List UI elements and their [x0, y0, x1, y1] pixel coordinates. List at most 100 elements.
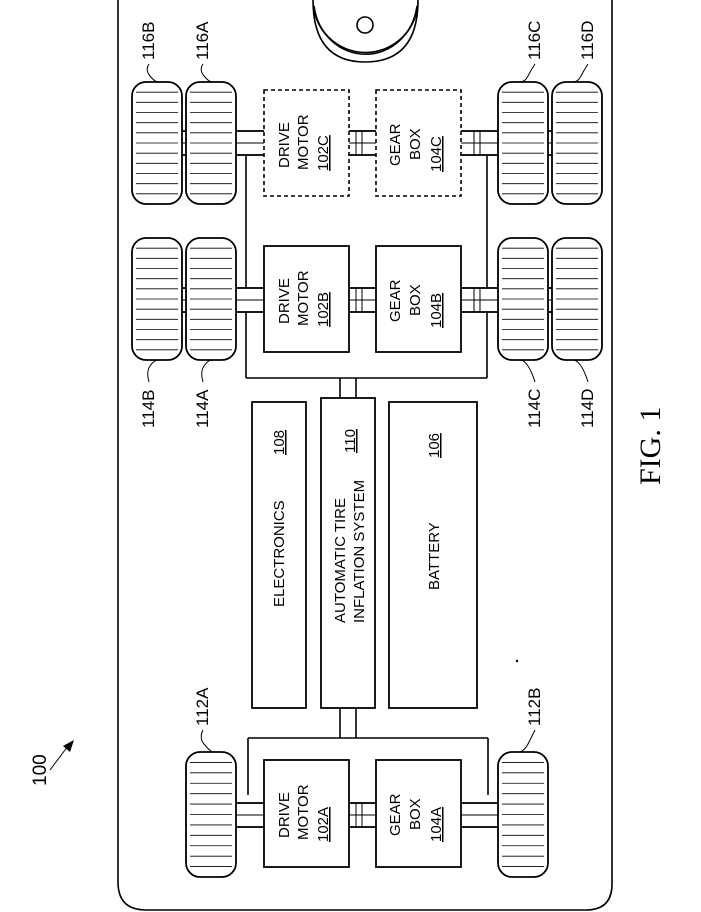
svg-text:104A: 104A	[428, 807, 445, 842]
label-112b: 112B	[519, 688, 544, 753]
svg-text:MOTOR: MOTOR	[295, 784, 312, 840]
label-114a: 114A	[193, 359, 213, 428]
tire-label-116c: 116C	[525, 21, 544, 60]
axle-front	[179, 130, 555, 156]
motor-b-line2: MOTOR	[295, 270, 312, 326]
svg-text:114C: 114C	[525, 389, 544, 428]
svg-text:106: 106	[426, 433, 443, 458]
svg-text:100: 100	[30, 754, 51, 786]
label-116c: 116C	[519, 21, 544, 83]
svg-text:112A: 112A	[193, 687, 212, 726]
motor-a-line1: DRIVE	[276, 792, 293, 838]
system-ref-number: 100	[30, 754, 51, 786]
tire-label-114c: 114C	[525, 389, 544, 428]
svg-text:102B: 102B	[315, 292, 332, 327]
tire-112b	[497, 751, 549, 878]
block-electronics: ELECTRONICS 108	[251, 401, 307, 709]
svg-text:116D: 116D	[578, 21, 597, 60]
gear-c-line2: BOX	[407, 128, 424, 160]
block-gear-box-104a: GEAR BOX 104A	[375, 759, 462, 868]
block-automatic-tire-inflation-system: AUTOMATIC TIRE INFLATION SYSTEM 110	[320, 397, 376, 709]
system-reference: 100	[30, 740, 74, 786]
tire-116a	[185, 81, 237, 205]
tire-112a	[185, 751, 237, 878]
battery-ref: 106	[426, 433, 443, 458]
tire-label-116b: 116B	[139, 22, 158, 60]
svg-text:116A: 116A	[193, 21, 212, 60]
gear-c-line1: GEAR	[387, 123, 404, 166]
gear-b-line1: GEAR	[387, 279, 404, 322]
gear-c-ref: 104C	[428, 136, 445, 172]
atis-label-line2: INFLATION SYSTEM	[351, 480, 368, 623]
motor-b-line1: DRIVE	[276, 278, 293, 324]
motor-c-line2: MOTOR	[295, 114, 312, 170]
label-114b: 114B	[139, 359, 159, 428]
label-114d: 114D	[572, 359, 597, 428]
block-drive-motor-102c: DRIVE MOTOR 102C	[263, 89, 350, 197]
wiring-lines	[245, 155, 489, 795]
svg-text:DRIVE: DRIVE	[276, 278, 293, 324]
block-battery: BATTERY 106	[388, 401, 478, 709]
tire-116c	[497, 81, 549, 205]
tire-label-112b: 112B	[525, 688, 544, 726]
tires	[131, 81, 603, 878]
gear-a-line2: BOX	[407, 798, 424, 830]
svg-text:AUTOMATIC TIRE: AUTOMATIC TIRE	[332, 498, 349, 623]
svg-text:114D: 114D	[578, 389, 597, 428]
tire-114b	[131, 237, 183, 361]
svg-text:BOX: BOX	[407, 128, 424, 160]
svg-text:FIG. 1: FIG. 1	[634, 407, 667, 485]
tire-114c	[497, 237, 549, 361]
svg-text:104B: 104B	[428, 293, 445, 328]
label-114c: 114C	[519, 359, 544, 428]
svg-text:114A: 114A	[193, 389, 212, 428]
tire-label-112a: 112A	[193, 687, 212, 726]
svg-text:ELECTRONICS: ELECTRONICS	[271, 500, 288, 607]
svg-text:BATTERY: BATTERY	[426, 522, 443, 590]
motor-c-line1: DRIVE	[276, 122, 293, 168]
block-drive-motor-102b: DRIVE MOTOR 102B	[263, 245, 350, 353]
gear-b-line2: BOX	[407, 284, 424, 316]
motor-c-ref: 102C	[315, 135, 332, 171]
stray-dot	[515, 659, 519, 663]
svg-text:102C: 102C	[315, 135, 332, 171]
atis-ref: 110	[342, 429, 359, 453]
figure-caption: FIG. 1	[634, 407, 667, 485]
gear-b-ref: 104B	[428, 293, 445, 328]
svg-text:116B: 116B	[139, 22, 158, 60]
motor-a-line2: MOTOR	[295, 784, 312, 840]
electronics-label: ELECTRONICS	[271, 500, 288, 607]
label-116b: 116B	[139, 22, 159, 83]
atis-label-line1: AUTOMATIC TIRE	[332, 498, 349, 623]
svg-text:INFLATION SYSTEM: INFLATION SYSTEM	[351, 480, 368, 623]
svg-text:BOX: BOX	[407, 798, 424, 830]
tire-label-114b: 114B	[139, 390, 158, 428]
svg-text:104C: 104C	[428, 136, 445, 172]
gear-a-ref: 104A	[428, 807, 445, 842]
spare-wheel	[312, 0, 419, 63]
svg-text:110: 110	[342, 429, 359, 453]
tire-label-114a: 114A	[193, 389, 212, 428]
motor-b-ref: 102B	[315, 292, 332, 327]
svg-text:DRIVE: DRIVE	[276, 792, 293, 838]
arrowhead-icon	[63, 740, 74, 752]
svg-text:102A: 102A	[315, 807, 332, 842]
electronics-ref: 108	[271, 430, 288, 455]
tire-label-116d: 116D	[578, 21, 597, 60]
svg-text:112B: 112B	[525, 688, 544, 726]
svg-text:MOTOR: MOTOR	[295, 114, 312, 170]
tire-116d	[551, 81, 603, 205]
svg-text:MOTOR: MOTOR	[295, 270, 312, 326]
chassis-outline	[117, 0, 613, 911]
label-116a: 116A	[193, 21, 213, 83]
block-drive-motor-102a: DRIVE MOTOR 102A	[263, 759, 350, 868]
tire-labels: 116B 116A 116C 116D 114B 114A 114C 114	[139, 21, 597, 753]
block-gear-box-104c: GEAR BOX 104C	[375, 89, 462, 197]
label-112a: 112A	[193, 687, 213, 753]
svg-text:114B: 114B	[139, 390, 158, 428]
svg-text:GEAR: GEAR	[387, 793, 404, 836]
battery-label: BATTERY	[426, 522, 443, 590]
svg-text:BOX: BOX	[407, 284, 424, 316]
tire-116b	[131, 81, 183, 205]
